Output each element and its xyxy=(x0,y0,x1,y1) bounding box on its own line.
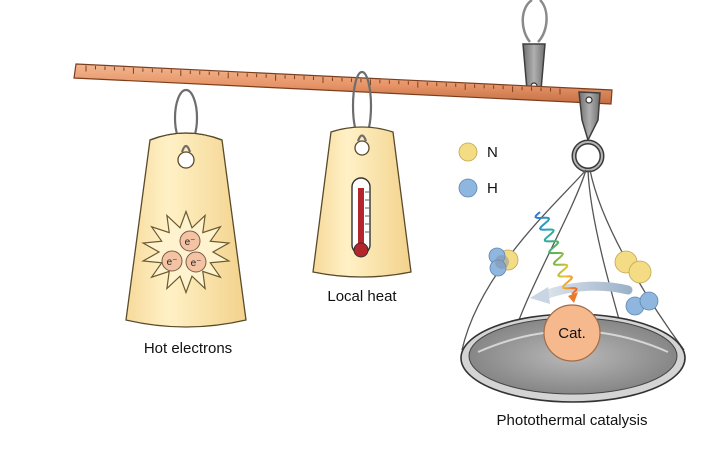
molecule-right xyxy=(614,250,652,284)
catalyst-label: Cat. xyxy=(558,325,586,342)
legend-n-label: N xyxy=(487,144,498,161)
burst-shape xyxy=(141,209,231,295)
thermometer-icon xyxy=(351,177,371,258)
local-heat-label: Local heat xyxy=(327,288,397,305)
light-wave-icon xyxy=(534,211,578,303)
electron-1-label: e⁻ xyxy=(185,237,196,248)
catalyst: Cat. xyxy=(543,304,601,362)
legend-item-n: N xyxy=(458,142,498,162)
molecule-h2 xyxy=(625,291,659,316)
legend: N H xyxy=(458,142,498,198)
balance-beam xyxy=(73,63,613,105)
photothermal-label: Photothermal catalysis xyxy=(497,412,648,429)
legend-h-label: H xyxy=(487,180,498,197)
electron-1: e⁻ xyxy=(179,230,201,252)
local-heat-weight: Local heat xyxy=(312,70,412,305)
electron-3: e⁻ xyxy=(185,251,207,273)
electron-2-label: e⁻ xyxy=(167,257,178,268)
top-hanger xyxy=(521,0,548,91)
electron-3-label: e⁻ xyxy=(191,258,202,269)
photothermal-pan: Cat. Photothermal catalysis xyxy=(460,169,686,429)
reaction-arrow xyxy=(530,281,633,304)
hot-electrons-weight: e⁻ e⁻ e⁻ Hot electrons xyxy=(125,88,247,357)
electron-2: e⁻ xyxy=(161,250,183,272)
hot-electrons-label: Hot electrons xyxy=(144,340,232,357)
molecule-left xyxy=(488,247,519,277)
legend-item-h: H xyxy=(458,178,498,198)
pan-hanger xyxy=(571,91,605,173)
